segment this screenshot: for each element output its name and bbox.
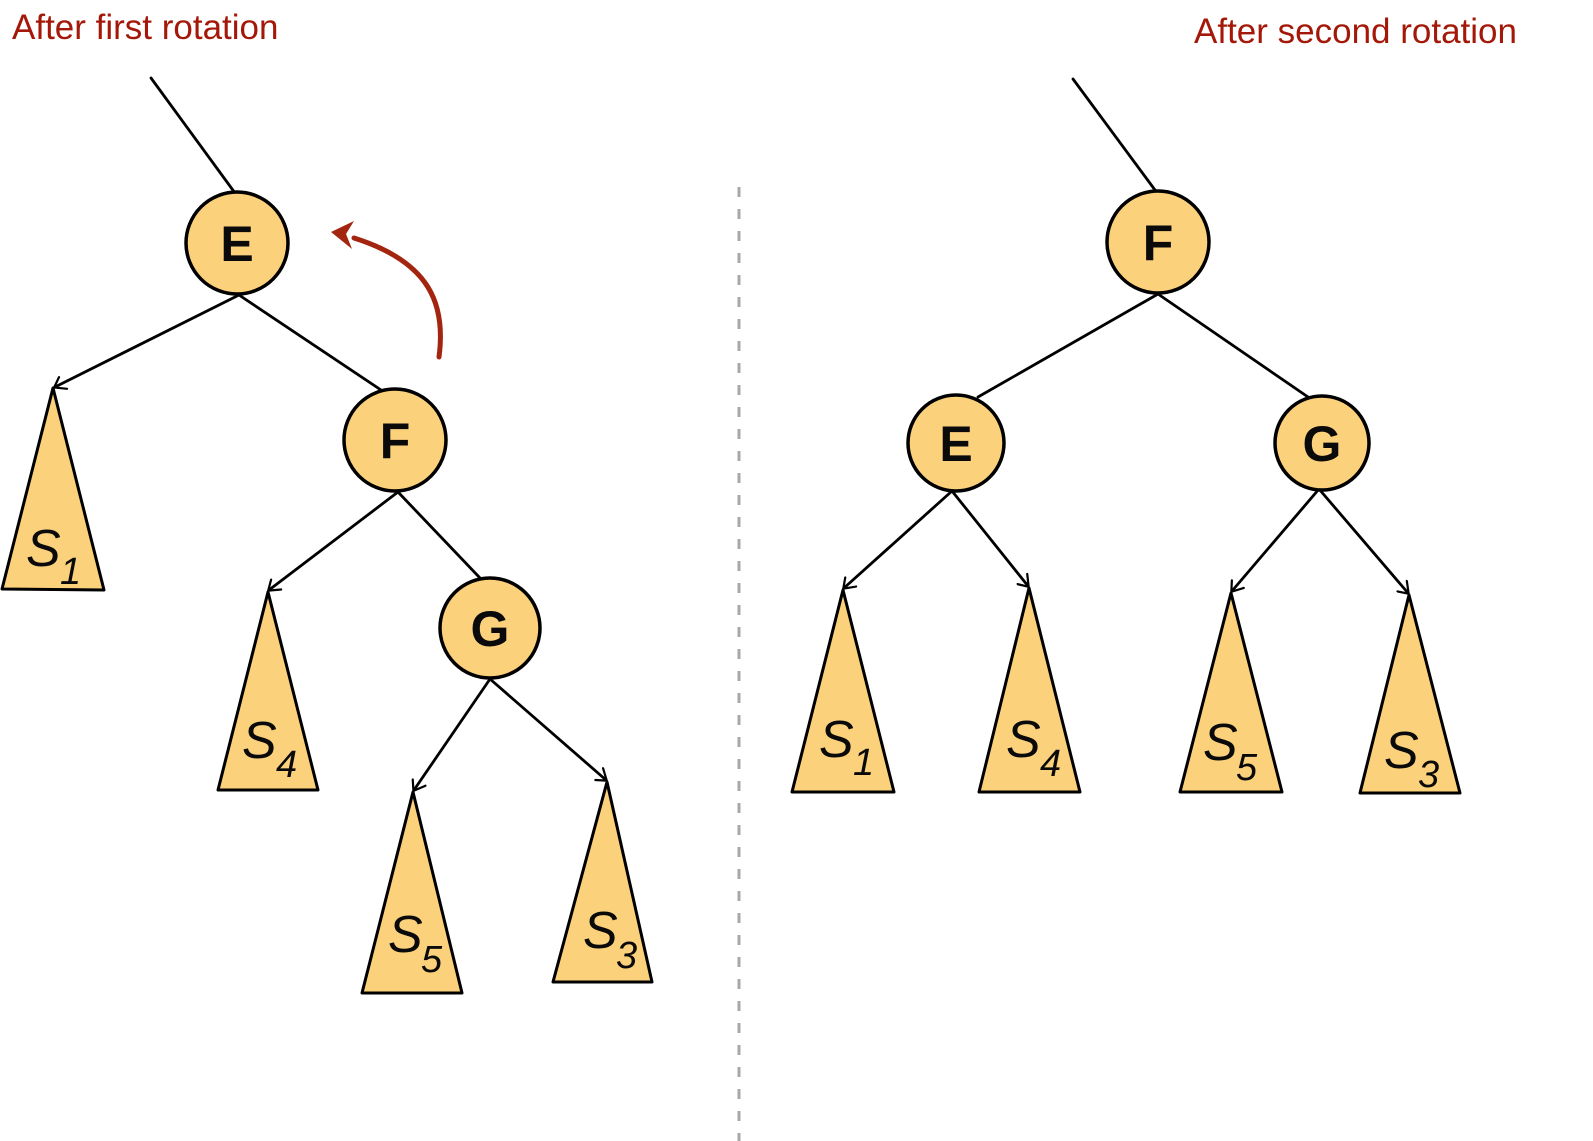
node-circle bbox=[906, 393, 1006, 493]
left-node-e: E bbox=[184, 190, 290, 296]
subtree-label-subscript: 5 bbox=[1236, 747, 1258, 789]
node-circle bbox=[438, 576, 542, 680]
right-panel-title: After second rotation bbox=[1194, 12, 1517, 51]
edge-left-e-to-s1 bbox=[55, 293, 241, 387]
left-node-g: G bbox=[438, 576, 542, 680]
subtree-triangle bbox=[1358, 593, 1462, 795]
left-subtree-s1: S 1 bbox=[0, 386, 106, 593]
subtree-label-subscript: 1 bbox=[60, 551, 81, 593]
subtree-triangle bbox=[790, 588, 896, 794]
edge-right-f-to-e bbox=[976, 292, 1160, 399]
edge-left-g-to-s3 bbox=[488, 677, 606, 780]
subtree-triangle bbox=[977, 586, 1082, 794]
subtree-triangle bbox=[1178, 591, 1284, 794]
subtree-label-subscript: 1 bbox=[853, 742, 874, 784]
edge-right-parent-to-f bbox=[1071, 77, 1157, 192]
edge-left-e-to-f bbox=[237, 293, 383, 392]
right-subtree-s4: S 4 bbox=[977, 586, 1082, 794]
left-subtree-s4: S 4 bbox=[216, 590, 320, 792]
node-label: F bbox=[380, 413, 411, 469]
node-label: F bbox=[1143, 215, 1174, 271]
edge-right-e-to-s4 bbox=[950, 489, 1028, 586]
curved-counterclockwise-arrow-icon bbox=[331, 221, 443, 360]
right-subtree-s1: S 1 bbox=[790, 588, 896, 794]
subtree-label: S bbox=[1384, 722, 1419, 780]
edge-right-f-to-g bbox=[1156, 292, 1310, 399]
subtree-label-subscript: 5 bbox=[421, 939, 443, 981]
right-subtree-s3: S 3 bbox=[1358, 593, 1462, 796]
subtree-label: S bbox=[388, 906, 423, 964]
edge-left-f-to-s4 bbox=[269, 490, 400, 590]
edge-left-g-to-s5 bbox=[414, 677, 492, 790]
subtree-triangle bbox=[360, 790, 464, 995]
left-node-f: F bbox=[342, 387, 448, 493]
edge-left-parent-to-e bbox=[149, 76, 237, 195]
node-label: G bbox=[471, 601, 510, 657]
right-node-e: E bbox=[906, 393, 1006, 493]
subtree-label-subscript: 4 bbox=[1040, 743, 1061, 785]
subtree-label-subscript: 3 bbox=[616, 935, 637, 977]
subtree-label: S bbox=[1203, 714, 1238, 772]
right-subtree-s5: S 5 bbox=[1178, 591, 1284, 794]
edge-right-e-to-s1 bbox=[844, 489, 954, 588]
right-tree: F E G S 1 S 4 S bbox=[790, 77, 1462, 796]
left-tree: E F G S 1 S 4 S bbox=[0, 76, 654, 995]
edge-left-f-to-g bbox=[396, 490, 482, 580]
node-label: E bbox=[939, 416, 972, 472]
node-circle bbox=[1105, 189, 1211, 295]
node-label: G bbox=[1303, 416, 1342, 472]
left-panel-title: After first rotation bbox=[12, 8, 278, 47]
left-subtree-s5: S 5 bbox=[360, 790, 464, 995]
subtree-triangle bbox=[0, 386, 106, 592]
right-node-g: G bbox=[1273, 394, 1371, 492]
subtree-label: S bbox=[583, 902, 618, 960]
subtree-label: S bbox=[1006, 711, 1041, 769]
node-label: E bbox=[220, 216, 253, 272]
subtree-triangle bbox=[551, 780, 654, 984]
subtree-label-subscript: 4 bbox=[276, 744, 297, 786]
subtree-label: S bbox=[819, 711, 854, 769]
right-node-f: F bbox=[1105, 189, 1211, 295]
edge-right-g-to-s3 bbox=[1317, 487, 1408, 593]
subtree-label-subscript: 3 bbox=[1418, 754, 1439, 796]
subtree-label: S bbox=[242, 712, 277, 770]
node-circle bbox=[342, 387, 448, 493]
subtree-triangle bbox=[216, 590, 320, 792]
left-subtree-s3: S 3 bbox=[551, 780, 654, 984]
node-circle bbox=[184, 190, 290, 296]
node-circle bbox=[1273, 394, 1371, 492]
edge-right-g-to-s5 bbox=[1232, 487, 1321, 591]
subtree-label: S bbox=[26, 520, 61, 578]
